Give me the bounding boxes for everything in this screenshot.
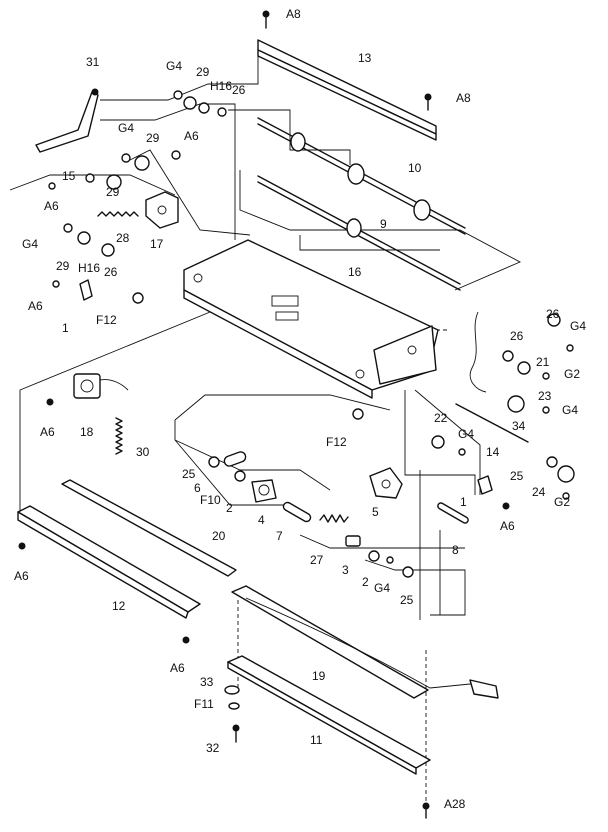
callout-8: 8 (452, 543, 459, 557)
callout-F12-a: F12 (96, 313, 117, 327)
callout-A6-g: A6 (170, 661, 185, 675)
callout-1-a: 1 (62, 321, 69, 335)
callout-G4-b: G4 (118, 121, 134, 135)
callout-26-d: 26 (510, 329, 524, 343)
assembly-guide-lines (9, 52, 522, 805)
callout-A6-a: A6 (184, 129, 199, 143)
callout-34: 34 (512, 419, 526, 433)
callout-29-d: 29 (56, 259, 70, 273)
callout-3: 3 (342, 563, 349, 577)
callout-15: 15 (62, 169, 76, 183)
part-31-lever (35, 88, 99, 153)
callout-G4-d: G4 (570, 319, 586, 333)
bottom-fasteners (224, 685, 430, 819)
callout-H16-a: H16 (210, 79, 232, 93)
part-12-bar (17, 505, 201, 644)
part-30-spring (115, 417, 123, 455)
callout-2-b: 2 (362, 575, 369, 589)
callout-23: 23 (538, 389, 552, 403)
part-10-roller-shaft (257, 117, 466, 235)
callout-29-c: 29 (106, 185, 120, 199)
callout-31: 31 (86, 55, 100, 69)
callout-1-b: 1 (460, 495, 467, 509)
callout-A28: A28 (444, 797, 466, 811)
callout-A6-b: A6 (44, 199, 59, 213)
callout-17: 17 (150, 237, 164, 251)
callout-G2-b: G2 (554, 495, 570, 509)
callout-26-b: 26 (104, 265, 118, 279)
callout-F12-b: F12 (326, 435, 347, 449)
part-19-cable-bar (231, 585, 499, 699)
callout-24: 24 (532, 485, 546, 499)
callout-7: 7 (276, 529, 283, 543)
callout-G4-a: G4 (166, 59, 182, 73)
callout-G4-e: G4 (562, 403, 578, 417)
callout-25-b: 25 (510, 469, 524, 483)
callout-2-a: 2 (226, 501, 233, 515)
callout-22: 22 (434, 411, 448, 425)
callout-A6-e: A6 (500, 519, 515, 533)
right-side-gears (352, 311, 575, 500)
callout-F11: F11 (194, 697, 214, 711)
callout-13: 13 (358, 51, 372, 65)
callout-5: 5 (372, 505, 379, 519)
callout-F10: F10 (200, 493, 221, 507)
callout-G4-f: G4 (458, 427, 474, 441)
callout-21: 21 (536, 355, 550, 369)
callout-14: 14 (486, 445, 500, 459)
callout-10: 10 (408, 161, 422, 175)
callout-20: 20 (212, 529, 226, 543)
callout-30: 30 (136, 445, 150, 459)
callout-28: 28 (116, 231, 130, 245)
part-20-strip (61, 479, 237, 577)
part-9-shaft (257, 175, 461, 291)
callout-G4-g: G4 (374, 581, 390, 595)
callout-A8-right: A8 (456, 91, 471, 105)
callout-16: 16 (348, 265, 362, 279)
part-13-top-bar (257, 10, 437, 141)
callout-19: 19 (312, 669, 326, 683)
callout-A6-f: A6 (14, 569, 29, 583)
part-18-motor (46, 373, 129, 406)
callout-32: 32 (206, 741, 220, 755)
callout-G4-c: G4 (22, 237, 38, 251)
callout-25-c: 25 (400, 593, 414, 607)
callout-12: 12 (112, 599, 126, 613)
callout-9: 9 (380, 217, 387, 231)
callout-H16-b: H16 (78, 261, 100, 275)
callout-26-c: 26 (546, 307, 560, 321)
callout-4: 4 (258, 513, 265, 527)
callout-6: 6 (194, 481, 201, 495)
small-gears-upper-left (48, 90, 227, 288)
part-28-spring (97, 211, 139, 217)
callout-A6-c: A6 (28, 299, 43, 313)
part-17-bracket (145, 191, 179, 229)
callout-18: 18 (80, 425, 94, 439)
callout-G2-a: G2 (564, 367, 580, 381)
part-16-main-frame (183, 239, 439, 399)
part-11-bar (227, 655, 431, 775)
callout-A8-top: A8 (286, 7, 301, 21)
part-1-link-left (79, 279, 144, 304)
callout-26-a: 26 (232, 83, 246, 97)
callout-27: 27 (310, 553, 324, 567)
callout-29-a: 29 (196, 65, 210, 79)
callout-11: 11 (310, 733, 323, 747)
callout-29-b: 29 (146, 131, 160, 145)
callout-33: 33 (200, 675, 214, 689)
callout-A6-d: A6 (40, 425, 55, 439)
center-carriage-parts (208, 451, 510, 578)
callout-25-a: 25 (182, 467, 196, 481)
